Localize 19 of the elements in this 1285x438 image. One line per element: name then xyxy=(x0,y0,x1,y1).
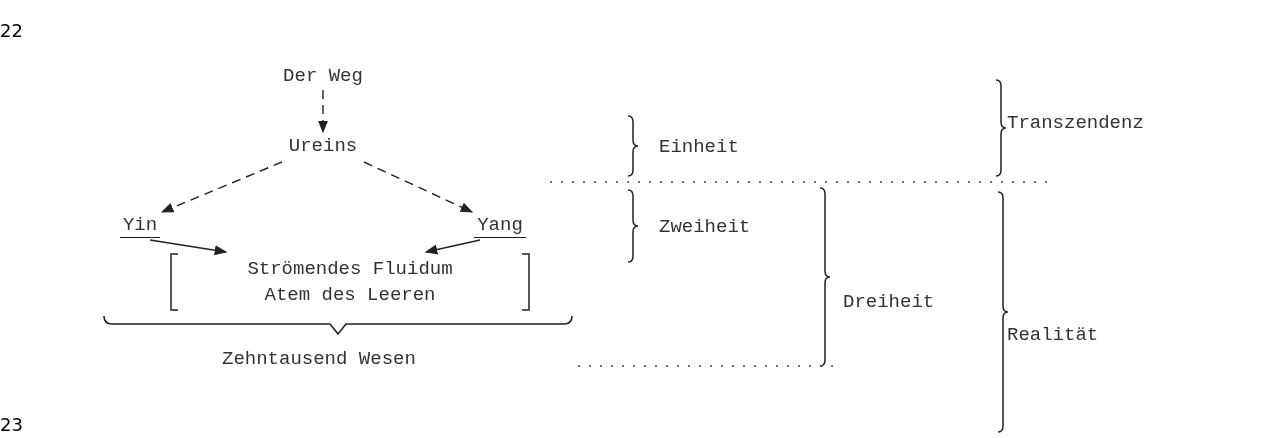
page-number: 23 xyxy=(0,413,23,437)
text: Transzendenz xyxy=(1007,111,1144,136)
text: Yin xyxy=(119,212,161,238)
text: Der Weg xyxy=(283,64,363,88)
text: Zweiheit xyxy=(659,215,751,240)
text: Ureins xyxy=(288,134,358,158)
text: Atem des Leeren xyxy=(264,284,436,306)
arrow xyxy=(363,161,474,213)
text: Dreiheit xyxy=(843,290,935,315)
text: Einheit xyxy=(659,135,739,160)
text: Yang xyxy=(474,212,526,238)
arrow xyxy=(160,161,283,213)
arrow xyxy=(149,239,228,256)
arrow xyxy=(317,89,329,134)
text: Zehntausend Wesen xyxy=(222,347,416,372)
text: Realität xyxy=(1007,323,1099,348)
text: Strömendes Fluidum xyxy=(247,258,453,280)
arrow xyxy=(424,239,481,255)
page-number: 22 xyxy=(0,19,23,43)
